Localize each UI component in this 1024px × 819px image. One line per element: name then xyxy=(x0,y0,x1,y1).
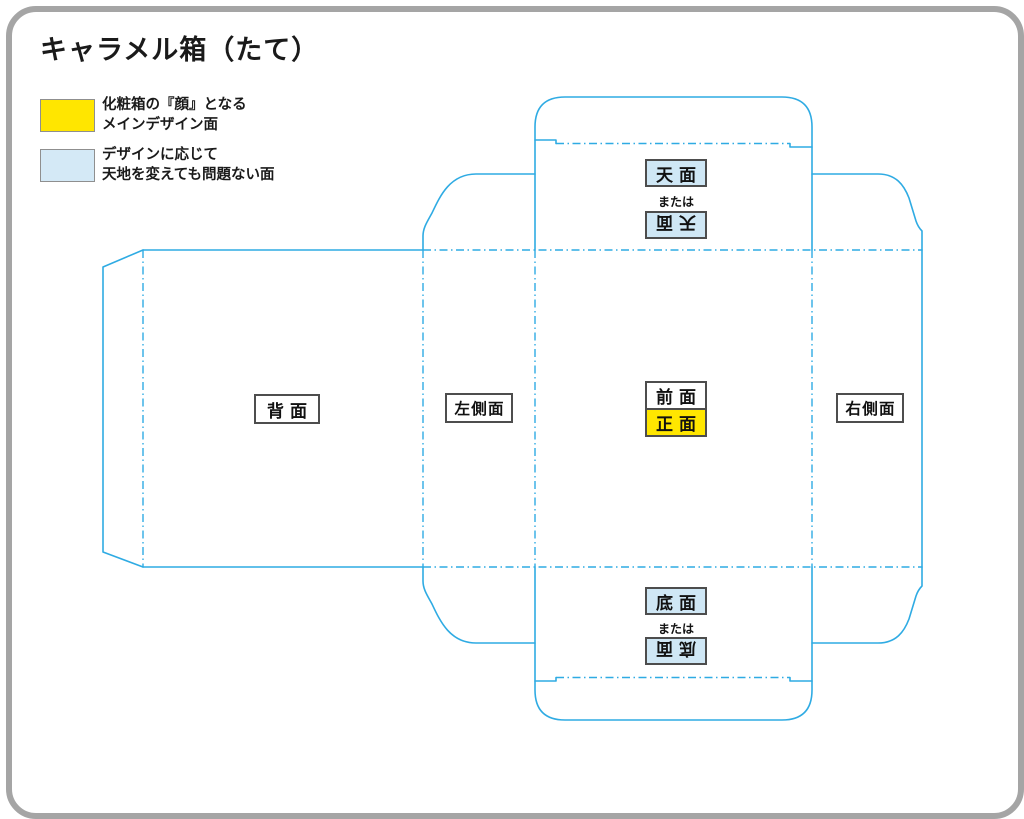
top-left-dust-flap xyxy=(422,173,536,251)
legend-flexible-face-swatch xyxy=(40,149,95,182)
legend-line: メインデザイン面 xyxy=(102,117,218,133)
top-right-dust-flap xyxy=(811,173,923,251)
bottom-face-label: 底面 xyxy=(645,587,707,615)
top-or-text: または xyxy=(657,195,694,209)
legend-flexible-face-text: デザインに応じて 天地を変えても問題ない面 xyxy=(102,145,275,185)
glue-flap-outline xyxy=(102,249,144,568)
top-tuck-notch-left xyxy=(534,139,557,145)
left-side-face-label: 左側面 xyxy=(445,393,513,423)
bottom-or-text: または xyxy=(657,622,694,636)
bottom-right-dust-flap xyxy=(811,566,923,644)
back-face-label: 背面 xyxy=(254,394,320,424)
legend-main-design-swatch xyxy=(40,99,95,132)
main-face-label: 正面 xyxy=(647,410,705,435)
bottom-left-dust-flap xyxy=(422,566,536,644)
top-face-label: 天面 xyxy=(645,159,707,187)
legend-main-design-text: 化粧箱の『顔』となる メインデザイン面 xyxy=(102,95,247,135)
bottom-tuck-notch-right xyxy=(789,676,813,682)
front-face-label: 前面 xyxy=(647,383,705,410)
bottom-tuck-notch-left xyxy=(534,676,557,682)
top-face-label-rotated: 天面 xyxy=(645,211,707,239)
bottom-face-label-rotated: 底面 xyxy=(645,637,707,665)
right-side-face-label: 右側面 xyxy=(836,393,904,423)
top-column-and-tuck-outline xyxy=(534,96,813,251)
legend-line: 化粧箱の『顔』となる xyxy=(102,97,247,113)
page-title: キャラメル箱（たて） xyxy=(40,35,320,66)
legend-line: デザインに応じて xyxy=(102,147,218,163)
legend-line: 天地を変えても問題ない面 xyxy=(102,167,275,183)
top-tuck-notch-right xyxy=(789,142,813,148)
front-face-label-group: 前面 正面 xyxy=(645,381,707,437)
bottom-column-and-tuck-outline xyxy=(534,566,813,721)
